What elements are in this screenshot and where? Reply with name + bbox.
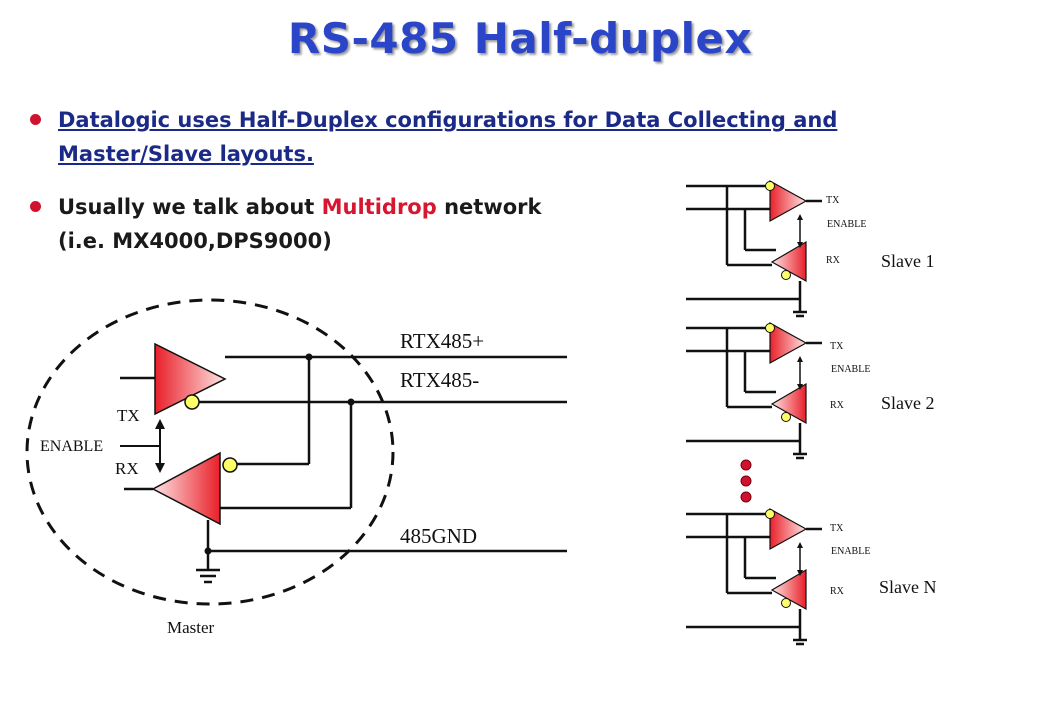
slave-1-tx-label: TX <box>826 195 840 206</box>
bullet-multidrop: Usually we talk about Multidrop network … <box>30 190 578 258</box>
continuation-dots <box>740 459 752 503</box>
slave-n-enable-label: ENABLE <box>831 546 870 557</box>
slave-2-rx-label: RX <box>830 400 845 411</box>
master-enable-arrow <box>120 419 165 473</box>
master-rx-enable-bubble <box>222 457 238 473</box>
slave-node-n: TX ENABLE RX Slave N <box>686 507 937 646</box>
master-enable-label: ENABLE <box>40 438 103 455</box>
bullet-dot <box>30 201 41 212</box>
master-node <box>25 298 567 606</box>
slave-2-tx-label: TX <box>830 341 844 352</box>
slave-n-rx-label: RX <box>830 586 845 597</box>
slave-1-enable-label: ENABLE <box>827 219 866 230</box>
page-title: RS-485 Half-duplex <box>287 14 753 63</box>
master-junctions <box>204 353 355 555</box>
bullet-half-duplex: Datalogic uses Half-Duplex configuration… <box>30 103 988 171</box>
master-tx-label: TX <box>117 406 140 425</box>
slave-2-enable-label: ENABLE <box>831 364 870 375</box>
slave-n-name: Slave N <box>879 577 937 597</box>
master-boundary <box>25 298 395 606</box>
slave-1-rx-label: RX <box>826 255 841 266</box>
bullet-dot <box>30 114 41 125</box>
master-tx-enable-bubble <box>184 394 200 410</box>
master-rx-label: RX <box>115 459 139 478</box>
slave-n-tx-label: TX <box>830 523 844 534</box>
bullet-multidrop-text-start: Usually we talk about <box>58 195 322 219</box>
master-label: Master <box>167 618 215 637</box>
master-rx-receiver <box>151 451 221 526</box>
bus-label-485gnd: 485GND <box>400 524 477 548</box>
slave-node-1: TX ENABLE RX Slave 1 <box>686 179 935 318</box>
slave-node-2: TX ENABLE RX Slave 2 <box>686 321 935 460</box>
bus-label-rtx485-minus: RTX485- <box>400 368 479 392</box>
bullet-multidrop-highlight: Multidrop <box>321 195 437 219</box>
slave-2-name: Slave 2 <box>881 393 935 413</box>
bullet-multidrop-text-end: network (i.e. MX4000,DPS9000) <box>58 195 542 253</box>
bullet-half-duplex-text: Datalogic uses Half-Duplex configuration… <box>58 108 838 166</box>
bus-label-rtx485-plus: RTX485+ <box>400 329 484 353</box>
slave-1-name: Slave 1 <box>881 251 935 271</box>
